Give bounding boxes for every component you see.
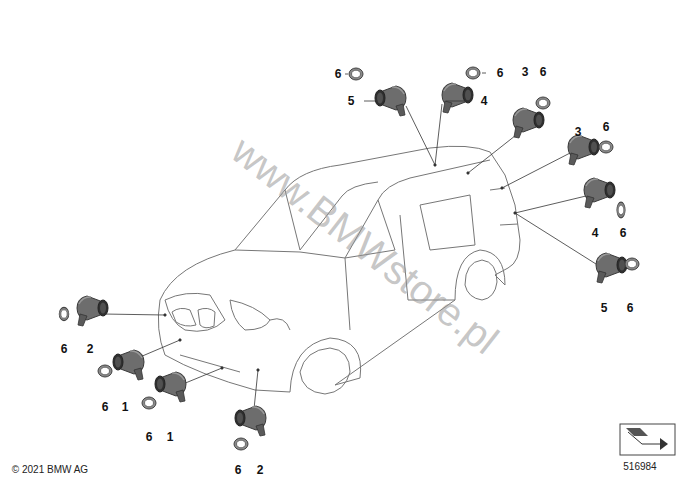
callout-number: 6 (620, 227, 627, 239)
callout-number: 1 (167, 431, 174, 443)
callout-number: 6 (627, 302, 634, 314)
callout-number: 2 (87, 343, 94, 355)
callout-number: 6 (497, 67, 504, 79)
callout-number: 6 (235, 464, 242, 476)
callout-number: 5 (348, 95, 355, 107)
diagram-number: 516984 (623, 462, 656, 472)
copyright-note: © 2021 BMW AG (12, 465, 88, 475)
callout-number: 6 (146, 431, 153, 443)
callout-number: 6 (61, 343, 68, 355)
callout-number: 6 (335, 68, 342, 80)
watermark: www.BMWstore.pl (225, 129, 505, 360)
callout-number: 6 (540, 66, 547, 78)
callout-number: 2 (257, 464, 264, 476)
callout-number: 6 (603, 121, 610, 133)
callout-number: 3 (522, 66, 529, 78)
callout-number: 5 (601, 302, 608, 314)
callout-number: 6 (102, 401, 109, 413)
callout-number: 4 (592, 227, 599, 239)
callout-number: 1 (122, 401, 129, 413)
callout-number: 3 (575, 126, 582, 138)
callout-number: 4 (481, 95, 488, 107)
